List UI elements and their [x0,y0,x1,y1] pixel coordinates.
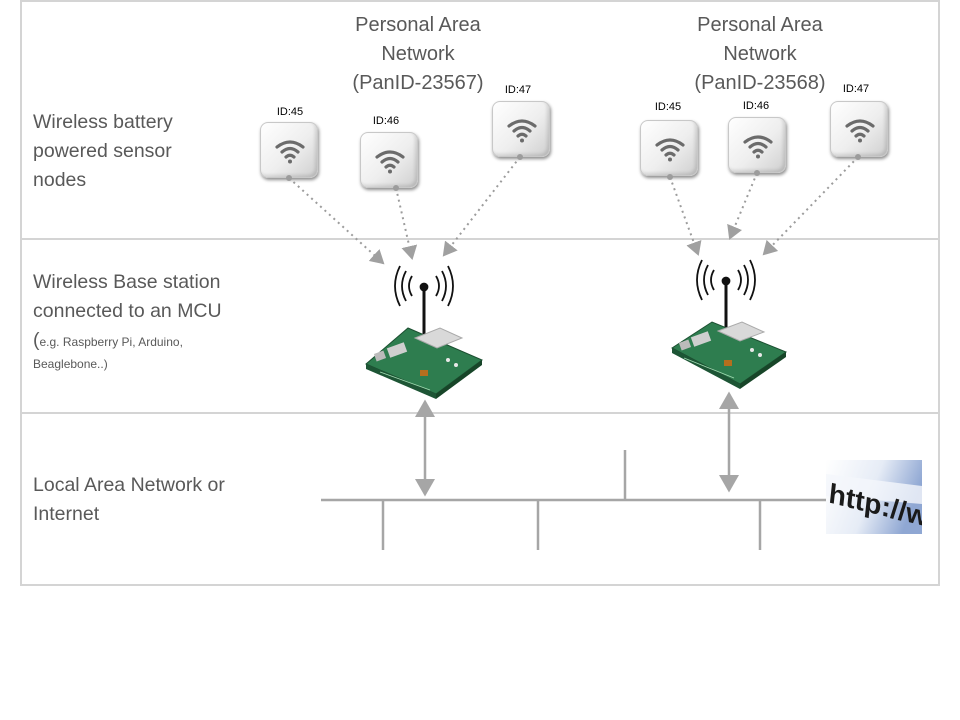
pan-title-line: Network [723,43,797,65]
pan-title-line: Network [381,43,455,65]
link-origin-dot [393,185,399,191]
wifi-signal-icon [507,119,537,143]
pan-title-2: Personal Area Network (PanID-23568) [650,11,870,98]
row-label-line: connected to an MCU [33,300,222,322]
wifi-signal-icon [655,138,685,162]
wifi-signal-icon [375,150,405,174]
row-label-line: nodes [33,169,87,191]
radio-link [669,176,702,256]
link-origin-dot [286,175,292,181]
radio-link [442,156,521,257]
note-line: Beaglebone..) [33,357,108,371]
circuit-board [365,327,483,399]
note-paren: ( [33,329,40,351]
diagram-frame [20,0,940,586]
radio-link [727,172,758,240]
sensor-node-pan2-id47 [830,101,888,157]
radio-links-pan2 [669,156,859,256]
radio-link [395,187,418,260]
node-id-label: ID:46 [372,115,400,127]
node-id-label: ID:47 [504,84,532,96]
pan-title-1: Personal Area Network (PanID-23567) [308,11,528,98]
wifi-signal-icon [845,119,875,143]
http-url-image: http://www [826,460,922,534]
note-line: e.g. Raspberry Pi, Arduino, [39,335,183,349]
lan-bus [321,391,830,550]
row-divider-base-lan [20,412,940,414]
row-label-line: Wireless Base station [33,271,221,293]
wifi-signal-icon [275,140,305,164]
radio-link [762,156,859,256]
row-label-line: Local Area Network or [33,474,225,496]
node-id-label: ID:47 [842,83,870,95]
link-origin-dot [754,170,760,176]
mcu-examples-note: (e.g. Raspberry Pi, Arduino, [33,326,222,355]
row-label-line: Wireless battery [33,111,173,133]
radio-link [288,177,385,265]
radio-antenna-icon [394,265,454,334]
pan-title-line: Personal Area [697,14,823,36]
row-label-base-station: Wireless Base station connected to an MC… [33,268,222,373]
pan-title-line: Personal Area [355,14,481,36]
pan-title-line: (PanID-23567) [352,72,484,94]
pan-title-line: (PanID-23568) [694,72,826,94]
link-origin-dot [667,174,673,180]
link-origin-dot [517,154,523,160]
sensor-node-pan1-id46 [360,132,418,188]
sensor-node-pan1-id45 [260,122,318,178]
radio-links-pan1 [288,156,521,265]
link-origin-dot [855,154,861,160]
row-divider-sensors-base [20,238,940,240]
row-label-sensor-nodes: Wireless battery powered sensor nodes [33,108,173,195]
row-label-line: Internet [33,503,100,525]
circuit-board [671,321,788,389]
node-id-label: ID:46 [742,100,770,112]
row-label-lan: Local Area Network or Internet [33,471,225,529]
node-id-label: ID:45 [654,101,682,113]
wifi-signal-icon [743,135,773,159]
node-id-label: ID:45 [276,106,304,118]
radio-antenna-icon [696,259,756,328]
sensor-node-pan1-id47 [492,101,550,157]
row-label-line: powered sensor [33,140,172,162]
